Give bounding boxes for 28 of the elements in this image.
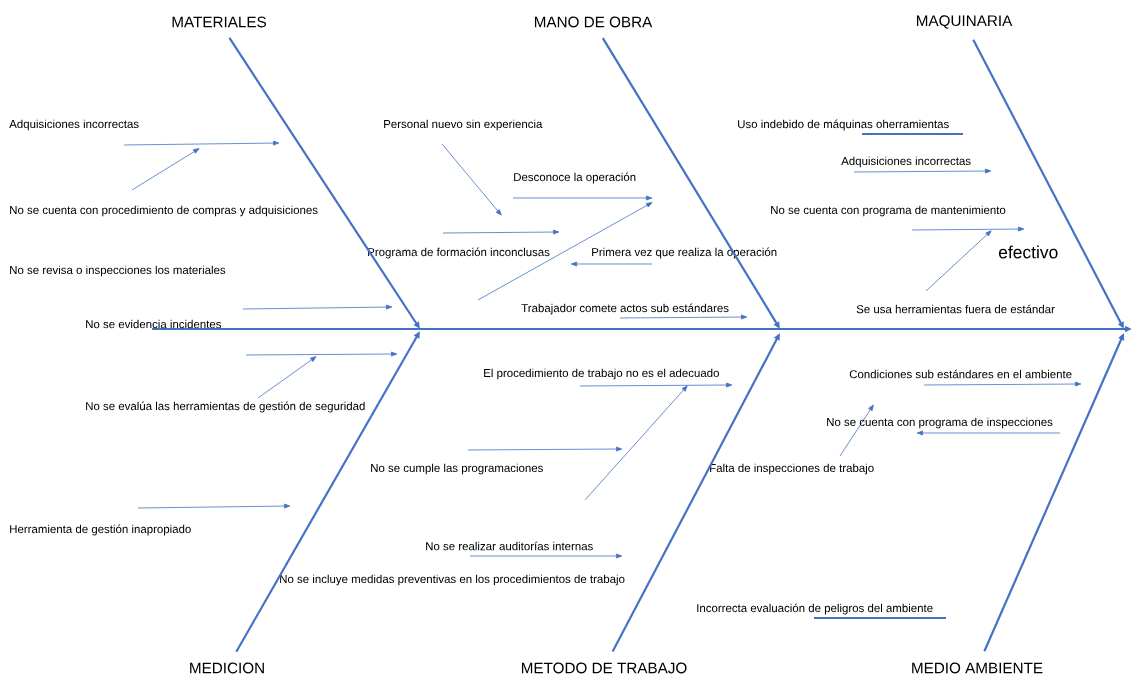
cause-text: Falta de inspecciones de trabajo [710, 463, 874, 475]
category-heading: MEDICION [190, 662, 264, 674]
cause-text: Personal nuevo sin experiencia [384, 119, 543, 131]
category-heading: MEDIO AMBIENTE [912, 662, 1043, 674]
cause-text: No se revisa o inspecciones los materiales [10, 265, 226, 277]
cause-text: No se cuenta con programa de mantenimiento [771, 205, 1006, 217]
category-heading: MATERIALES [172, 16, 267, 28]
cause-text: Adquisiciones incorrectas [9, 119, 139, 131]
category-heading: METODO DE TRABAJO [521, 662, 687, 674]
category-heading: MANO DE OBRA [534, 16, 653, 28]
cause-text: Adquisiciones incorrectas [841, 156, 971, 168]
cause-text: No se realizar auditorías internas [426, 541, 593, 551]
category-heading: MAQUINARIA [917, 15, 1013, 29]
cause-text: No se cumple las programaciones [371, 463, 543, 475]
cause-text: Uso indebido de máquinas oherramientas [738, 119, 949, 131]
cause-text: No se incluye medidas preventivas en los procedimientos de trabajo [280, 574, 625, 586]
cause-text: Condiciones sub estándares en el ambiente [849, 369, 1072, 379]
cause-text: El procedimiento de trabajo no es el adecuado [484, 368, 719, 380]
cause-text: Trabajador comete actos sub estándares [521, 303, 729, 315]
cause-text: No se cuenta con procedimiento de compras y adquisiciones [10, 205, 318, 217]
cause-text: Desconoce la operación [514, 172, 636, 184]
cause-text: No se cuenta con programa de inspecciones [827, 417, 1053, 429]
cause-text: efectivo [998, 245, 1058, 259]
cause-text: No se evidencia incidentes [86, 319, 222, 329]
cause-text: No se evalúa las herramientas de gestión de seguridad [86, 401, 365, 413]
cause-text: Incorrecta evaluación de peligros del ambiente [697, 603, 933, 615]
cause-text: Herramienta de gestión inapropiado [10, 524, 191, 536]
cause-text: Se usa herramientas fuera de estándar [856, 304, 1055, 314]
